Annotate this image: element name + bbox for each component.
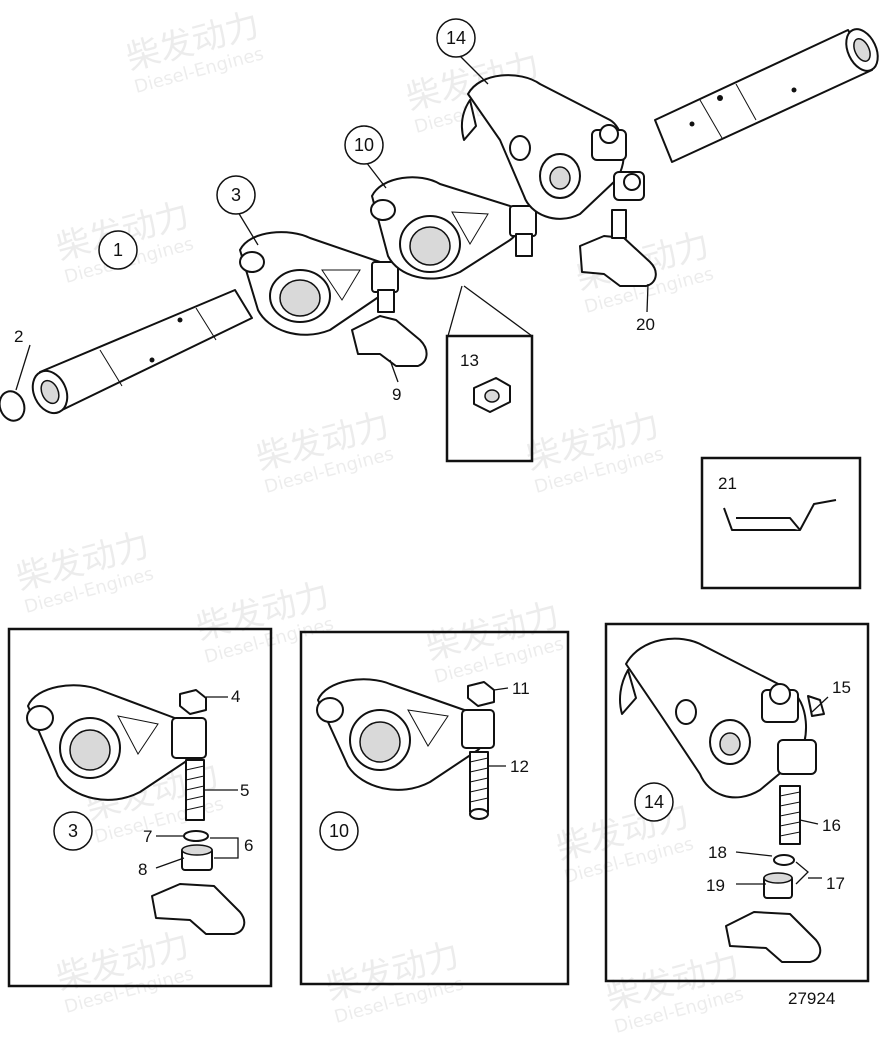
circled-callout-box-14: 14 xyxy=(634,782,674,822)
callout-18: 18 xyxy=(708,843,727,862)
callout-2: 2 xyxy=(14,327,23,346)
callout-5: 5 xyxy=(240,781,249,800)
callout-19: 19 xyxy=(706,876,725,895)
callout-20: 20 xyxy=(636,315,655,334)
callout-9: 9 xyxy=(392,385,401,404)
callout-4: 4 xyxy=(231,687,240,706)
detail-box-14 xyxy=(604,622,870,983)
watermark: 柴发动力 Diesel-Engines xyxy=(252,405,396,498)
callout-7: 7 xyxy=(143,827,152,846)
detail-box-21 xyxy=(700,456,862,590)
detail-box-10 xyxy=(299,630,570,986)
watermark: 柴发动力 Diesel-Engines xyxy=(12,525,156,618)
rocker-arm-10 xyxy=(370,176,537,280)
callout-15: 15 xyxy=(832,678,851,697)
callout-6: 6 xyxy=(244,836,253,855)
callout-11: 11 xyxy=(512,679,530,698)
svg-text:3: 3 xyxy=(68,821,78,841)
watermark: 柴发动力 Diesel-Engines xyxy=(192,575,336,668)
detail-box-13 xyxy=(445,334,534,463)
rocker-arm-3 xyxy=(239,231,428,367)
callout-17: 17 xyxy=(826,874,845,893)
rocker-arm-14 xyxy=(461,74,657,287)
watermark: 柴发动力 Diesel-Engines xyxy=(522,405,666,498)
leader-lines xyxy=(15,55,829,885)
detail-box-3 xyxy=(7,627,273,988)
callout-16: 16 xyxy=(822,816,841,835)
watermark: 柴发动力 Diesel-Engines xyxy=(122,5,266,98)
drawing-number: 27924 xyxy=(788,989,835,1008)
svg-text:10: 10 xyxy=(354,135,374,155)
watermark-layer: 柴发动力 Diesel-Engines 柴发动力 Diesel-Engines … xyxy=(12,5,746,1038)
rocker-shaft-right xyxy=(654,28,879,163)
watermark: 柴发动力 Diesel-Engines xyxy=(52,925,196,1018)
watermark: 柴发动力 Diesel-Engines xyxy=(602,945,746,1038)
callout-8: 8 xyxy=(138,860,147,879)
svg-text:14: 14 xyxy=(446,28,466,48)
circled-callout-3: 3 xyxy=(216,175,256,215)
circled-callout-box-3: 3 xyxy=(53,811,93,851)
circled-callout-box-10: 10 xyxy=(319,811,359,851)
circled-callout-10: 10 xyxy=(344,125,384,165)
svg-text:1: 1 xyxy=(113,240,123,260)
watermark: 柴发动力 Diesel-Engines xyxy=(552,795,696,888)
svg-text:10: 10 xyxy=(329,821,349,841)
svg-text:14: 14 xyxy=(644,792,664,812)
watermark: 柴发动力 Diesel-Engines xyxy=(322,935,466,1028)
callout-21: 21 xyxy=(718,474,737,493)
svg-text:3: 3 xyxy=(231,185,241,205)
circled-callout-14: 14 xyxy=(436,18,476,58)
circled-callout-1: 1 xyxy=(98,230,138,270)
watermark: 柴发动力 Diesel-Engines xyxy=(422,595,566,688)
callout-13: 13 xyxy=(460,351,479,370)
rocker-shaft-left xyxy=(31,289,253,415)
plug-2 xyxy=(0,390,26,422)
callout-12: 12 xyxy=(510,757,529,776)
